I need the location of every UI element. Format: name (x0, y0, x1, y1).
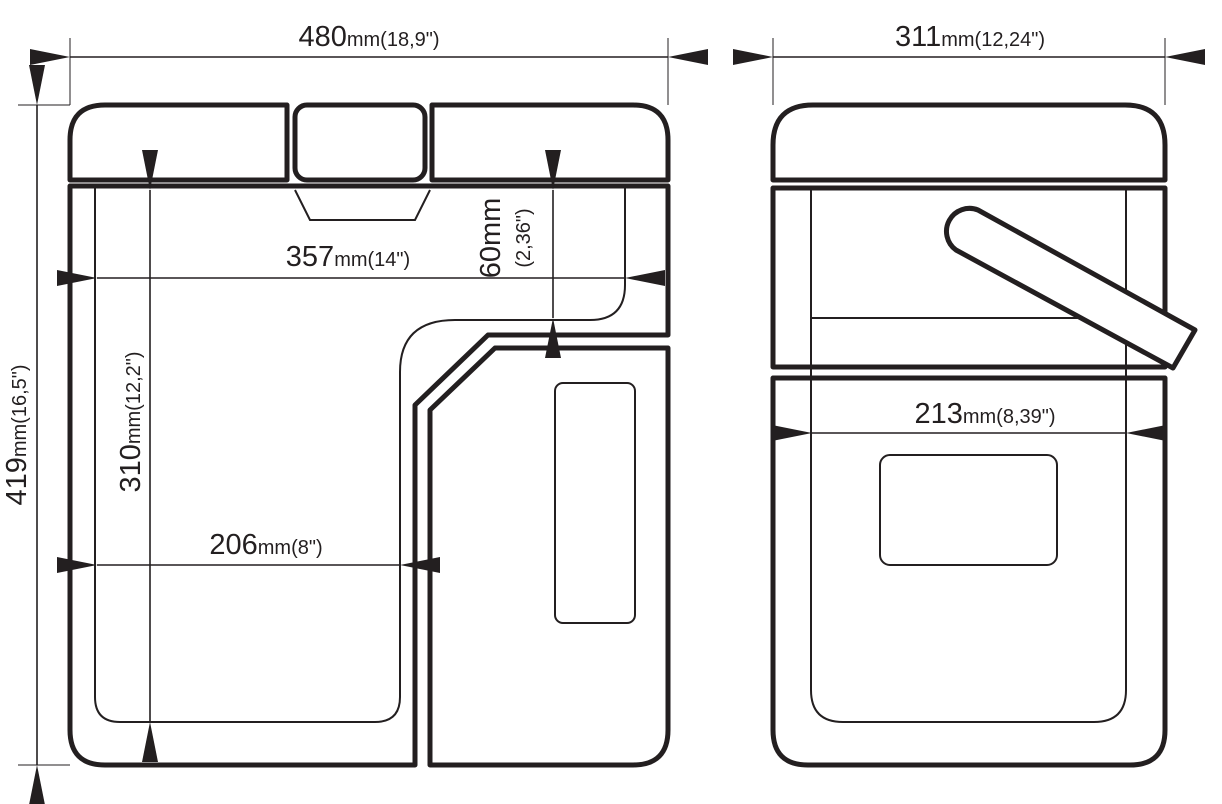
dimension-unit: mm(18,9") (347, 29, 440, 51)
dimension-419: 419mm(16,5") (1, 65, 70, 804)
lid-middle (292, 102, 428, 183)
dimension-unit: mm(8,39") (963, 406, 1056, 428)
side-window (879, 454, 1058, 566)
dimension-310: 310mm(12,2") (115, 150, 158, 762)
dimension-213: 213mm(8,39") (772, 398, 1166, 441)
dimension-unit: mm(8") (258, 537, 323, 559)
svg-text:311mm(12,24"): 311mm(12,24") (895, 21, 1045, 53)
svg-text:419mm(16,5"): 419mm(16,5") (1, 364, 33, 505)
svg-text:357mm(14"): 357mm(14") (286, 241, 410, 273)
side-lid (770, 102, 1168, 183)
side-inner-outline (810, 689, 1127, 723)
dimension-value: 206 (209, 529, 257, 561)
dimension-unit: mm(12,24") (941, 29, 1045, 51)
dimension-value: 311 (895, 21, 941, 53)
dimension-311: 311mm(12,24") (733, 21, 1205, 105)
handle (944, 205, 1198, 371)
lid-right (429, 102, 671, 183)
svg-text:213mm(8,39"): 213mm(8,39") (914, 398, 1055, 430)
dimension-60: 60mm (2,36") (475, 150, 561, 358)
dimension-unit: mm(14") (334, 249, 410, 271)
side-view (770, 102, 1198, 768)
dimension-value: 213 (914, 398, 962, 430)
dimension-unit: mm(12,2") (123, 351, 145, 444)
dimension-value: 310 (115, 444, 147, 492)
compartment-outline (94, 186, 626, 723)
dimension-value: 60mm (475, 198, 507, 279)
svg-text:206mm(8"): 206mm(8") (209, 529, 322, 561)
door-window (554, 382, 636, 624)
body-outline (67, 183, 671, 768)
dimension-value: 480 (298, 21, 346, 53)
lid-tab (294, 189, 431, 221)
side-upper-body (770, 185, 1168, 370)
svg-text:480mm(18,9"): 480mm(18,9") (298, 21, 439, 53)
door-panel (427, 345, 671, 768)
dimension-unit: mm(16,5") (9, 364, 31, 457)
dimension-480: 480mm(18,9") (30, 21, 708, 105)
svg-text:310mm(12,2"): 310mm(12,2") (115, 351, 147, 492)
dimension-value: 419 (1, 457, 33, 505)
side-lower-body (770, 375, 1168, 768)
dimension-357: 357mm(14") (57, 241, 665, 286)
dimension-value: 357 (286, 241, 334, 273)
lid-left (67, 102, 290, 183)
dimension-unit: (2,36") (513, 208, 535, 267)
dimension-206: 206mm(8") (57, 529, 440, 573)
front-view (67, 102, 671, 768)
